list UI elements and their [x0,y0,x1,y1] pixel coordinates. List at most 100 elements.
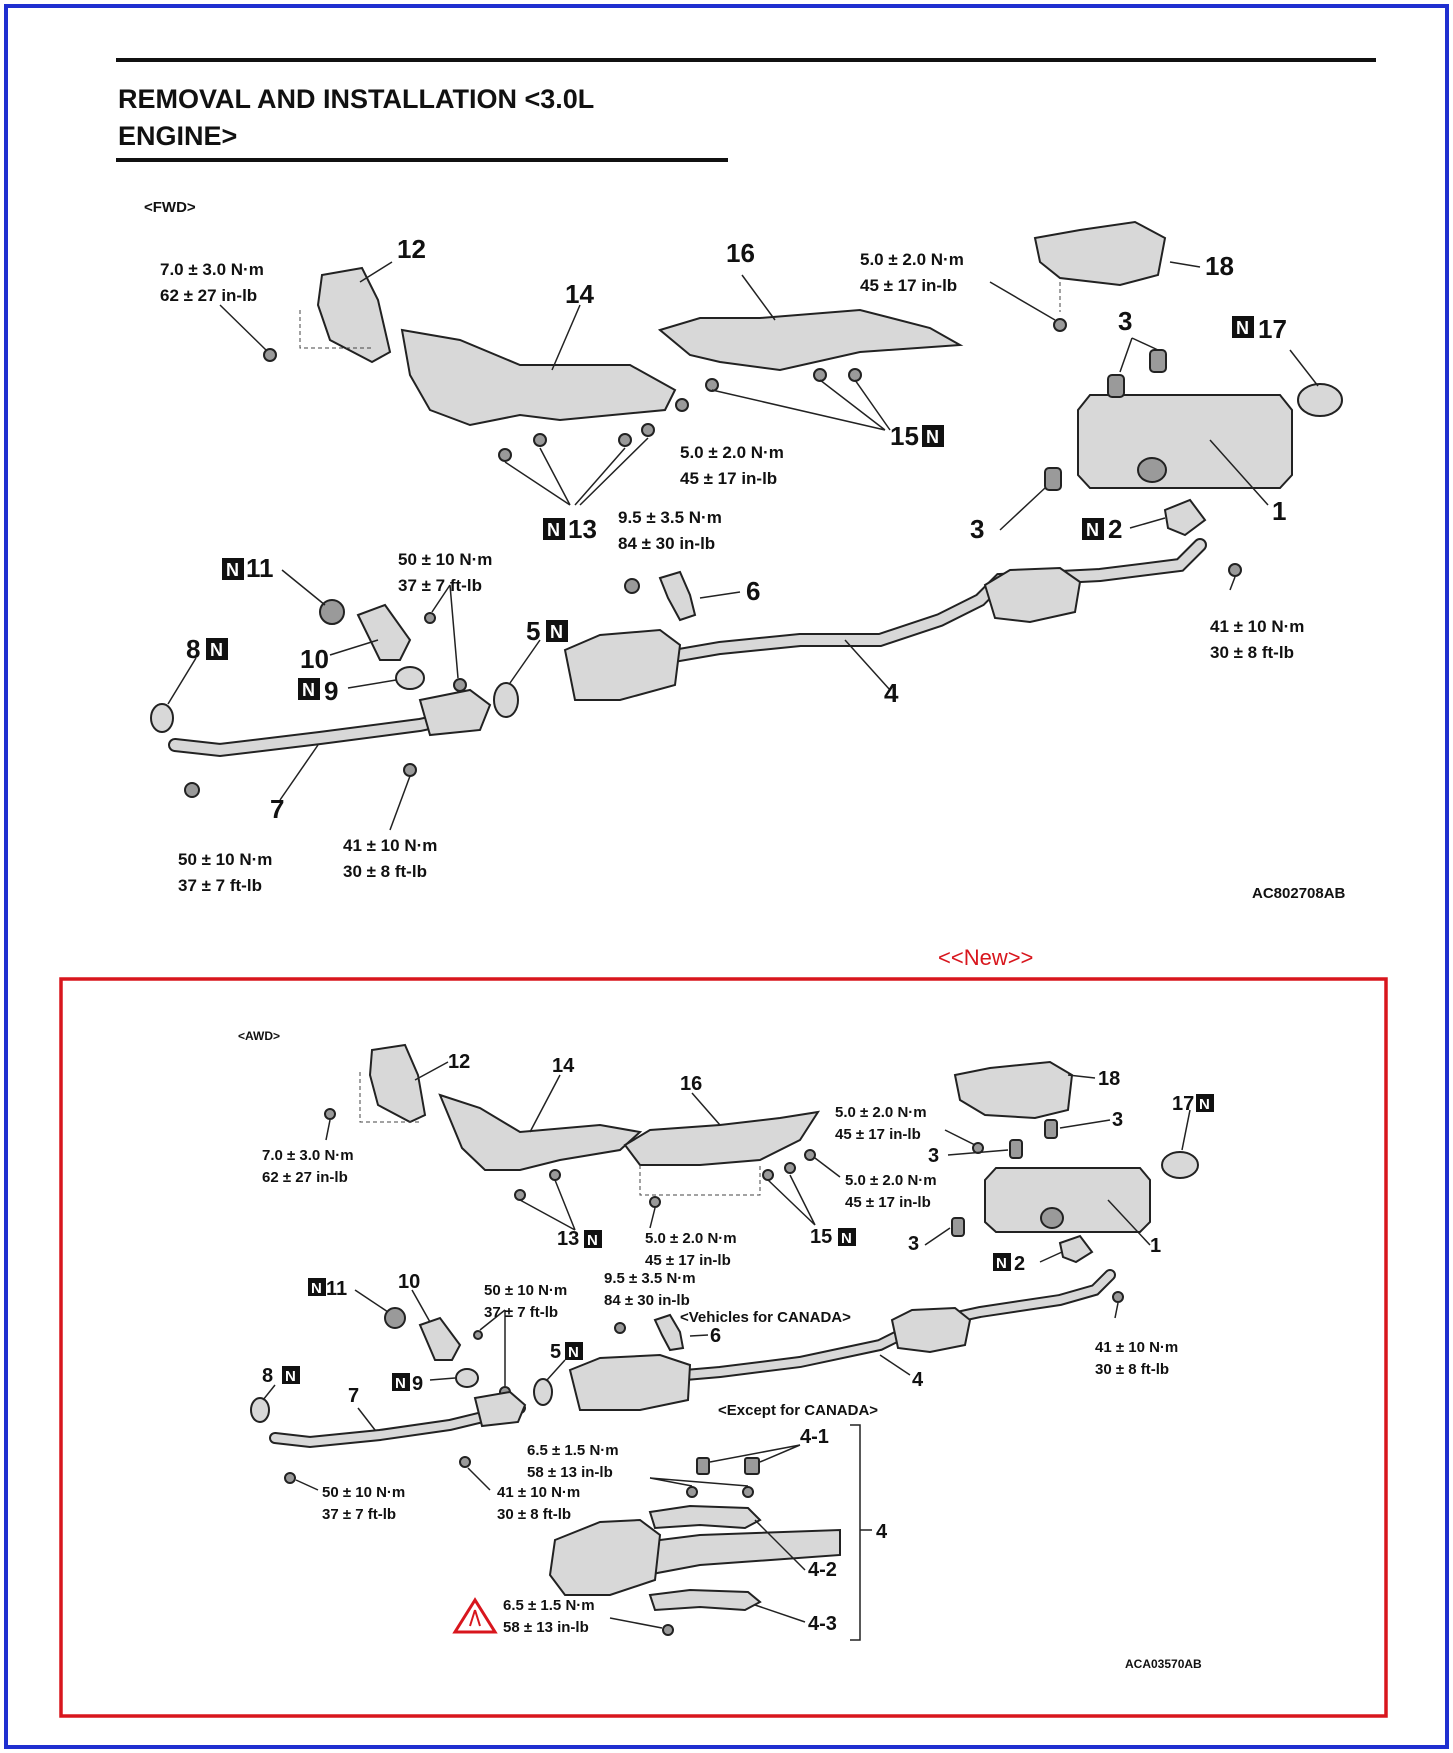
fwd-torque-6-b: 84 ± 30 in-lb [618,534,715,553]
fwd-leader-12-torque [219,304,267,351]
fwd-label-3b: 3 [970,514,984,544]
fwd-n-badge-8 [206,638,228,660]
fwd-n-badge-13 [543,518,565,540]
warning-icon-mark [469,1609,481,1627]
awd-leader-7 [357,1407,376,1431]
fwd-torque-14-b: 45 ± 17 in-lb [680,469,777,488]
awd-leader-6 [689,1334,709,1337]
awd-label-4b: 4 [876,1521,888,1543]
awd-flange-10 [418,1316,462,1361]
fwd-front-heat-shield [316,266,392,364]
awd-leader-16 [691,1092,721,1126]
awd-leader-10 [411,1289,431,1323]
fwd-torque-12-a: 7.0 ± 3.0 N·m [160,260,264,279]
awd-muffler-inlet [1040,1207,1064,1229]
awd-torque-6-b: 84 ± 30 in-lb [604,1292,690,1309]
fwd-label-5: 5 [526,616,540,646]
awd-label-3a: 3 [1112,1109,1123,1131]
awd-label-16: 16 [680,1073,702,1095]
awd-muffler-heat-shield [953,1060,1074,1120]
awd-leader-1 [1107,1199,1151,1246]
fwd-n-5: N [550,622,563,642]
awd-leader-13-torque [649,1207,656,1229]
fwd-leader-18 [1169,261,1201,268]
fwd-torque-7r-b: 30 ± 8 ft-lb [343,862,427,881]
fwd-torque-4r-b: 30 ± 8 ft-lb [1210,643,1294,662]
fwd-bolt-6 [624,578,640,594]
awd-label-13: 13 [557,1228,579,1250]
fwd-center-pipe [575,540,1205,670]
awd-rear-shield-guide [639,1165,761,1196]
fwd-gasket-11 [319,599,345,625]
awd-torque-4r-b: 30 ± 8 ft-lb [1095,1361,1169,1378]
fwd-label-10: 10 [300,644,329,674]
fwd-variant-label: <FWD> [144,199,196,216]
awd-n-badge-17 [1196,1094,1214,1112]
awd-n-badge-9 [392,1373,410,1391]
fwd-torque-7-b: 37 ± 7 ft-lb [178,876,262,895]
fwd-bolt-7-rear [403,763,417,777]
awd-note-canada: <Vehicles for CANADA> [680,1309,851,1326]
awd-label-15: 15 [810,1226,832,1248]
fwd-n-badge-11 [222,558,244,580]
fwd-gasket-9 [395,666,425,690]
awd-torque-4-1-b: 58 ± 13 in-lb [527,1464,613,1481]
awd-torque-4-3-a: 6.5 ± 1.5 N·m [503,1597,595,1614]
fwd-leader-4r-torque [1229,576,1236,591]
awd-bolt-4-1a [686,1486,698,1498]
fwd-leader-12 [359,261,393,283]
page-title-line1: REMOVAL AND INSTALLATION <3.0L [118,84,594,114]
awd-gasket-11 [384,1307,406,1329]
page-title-line2: ENGINE> [118,121,237,151]
awd-n-8: N [285,1368,296,1385]
awd-leader-4-3-torque [609,1617,663,1629]
fwd-leader-6 [699,591,741,599]
awd-hanger-3a [1009,1139,1023,1159]
fwd-diagram: <FWD> [144,199,1346,902]
fwd-leader-18-torque [989,281,1056,321]
fwd-rear-heat-shield [657,308,964,372]
fwd-bolt-18 [1053,318,1067,332]
fwd-bolt-14 [675,398,689,412]
fwd-label-1: 1 [1272,496,1286,526]
awd-label-4-1: 4-1 [800,1426,829,1448]
fwd-leader-11 [281,569,326,606]
awd-hanger-3c [951,1217,965,1237]
awd-leader-17 [1181,1109,1191,1151]
awd-note-except: <Except for CANADA> [718,1402,878,1419]
fwd-n-13: N [547,520,560,540]
fwd-front-catalyst [563,628,682,701]
fwd-muffler-inlet [1137,457,1167,483]
fwd-leader-14 [551,304,581,371]
fwd-n-badge-15 [922,425,944,447]
awd-leaders-4-1 [709,1444,801,1463]
awd-hanger-3b [1044,1119,1058,1139]
awd-n-badge-2 [993,1253,1011,1271]
fwd-leader-8 [167,657,197,705]
fwd-label-6: 6 [746,576,760,606]
awd-front-heat-shield [368,1043,427,1124]
fwd-front-shield-guide [299,310,372,349]
awd-center-heat-shield [438,1093,643,1171]
awd-label-18: 18 [1098,1068,1120,1090]
awd-label-17: 17 [1172,1093,1194,1115]
fwd-torque-18-a: 5.0 ± 2.0 N·m [860,250,964,269]
fwd-hanger-3c [1044,467,1062,491]
awd-torque-4-3-b: 58 ± 13 in-lb [503,1619,589,1636]
fwd-n-badge-5 [546,620,568,642]
fwd-n-badge-17 [1232,316,1254,338]
fwd-hanger-3a [1107,374,1125,398]
awd-n-badge-13 [584,1230,602,1248]
awd-gasket-8 [250,1397,270,1423]
fwd-bolt-13d [641,423,655,437]
fwd-nut-15b [813,368,827,382]
awd-leader-14 [529,1074,561,1133]
awd-leader-12 [414,1061,449,1081]
awd-leader-18 [1067,1074,1096,1079]
fwd-leader-3-bottom [999,487,1046,531]
awd-leader-15-torque [814,1157,841,1178]
awd-nut-7 [284,1472,296,1484]
fwd-front-pipe-flange [418,688,492,737]
fwd-label-12: 12 [397,234,426,264]
